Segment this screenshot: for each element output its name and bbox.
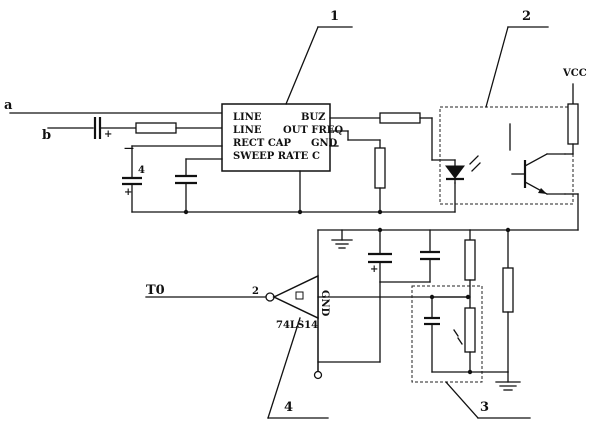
input-cap-polarity: + xyxy=(104,129,112,140)
gate-pin-gnd: GND xyxy=(319,290,330,317)
input-cap-dash: — xyxy=(124,143,134,154)
input-a-label: a xyxy=(4,98,13,113)
ic-right-resistor xyxy=(374,139,386,213)
rect-cap-4 xyxy=(122,145,223,213)
bottom-ground xyxy=(431,369,521,391)
callout-2-leader xyxy=(485,26,549,108)
ic-pin-buz: BUZ xyxy=(301,112,325,123)
gate-pin-number: 2 xyxy=(252,286,259,297)
electrolytic-capacitor xyxy=(368,227,392,283)
vcc-label: VCC xyxy=(562,68,587,79)
ceramic-capacitor xyxy=(379,229,440,283)
opto-led xyxy=(445,155,481,184)
cap-4-label: 4 xyxy=(138,165,145,176)
ic-pin-sweep-rate: SWEEP RATE xyxy=(233,151,309,162)
callout-3-number: 3 xyxy=(480,400,489,415)
ic-pin-line2: LINE xyxy=(233,125,262,136)
opto-phototransistor xyxy=(509,123,566,195)
ic-output-wiring xyxy=(329,112,456,161)
ic-pin-c: C xyxy=(312,151,320,162)
input-resistor xyxy=(135,122,223,134)
sweep-rate-cap xyxy=(175,158,223,213)
ic-pin-out-freq: OUT FREQ xyxy=(283,125,343,136)
opto-emitter-wire xyxy=(469,193,579,241)
callout-2-number: 2 xyxy=(522,9,531,24)
callout-1-number: 1 xyxy=(330,9,339,24)
cap-4-polarity: + xyxy=(124,187,132,198)
vcc-pullup-resistor xyxy=(564,83,579,155)
top-right-resistors xyxy=(464,229,514,373)
callout-4-leader xyxy=(267,317,329,419)
callout-4-number: 4 xyxy=(284,400,293,415)
ground-symbol-top xyxy=(331,229,353,249)
callout-3-leader xyxy=(445,381,531,419)
ic-pin-rect-cap: RECT CAP xyxy=(233,138,292,149)
input-t0-label: T0 xyxy=(146,283,165,298)
optocoupler-box xyxy=(439,106,574,205)
photo-resistor xyxy=(453,296,476,373)
callout-1-leader xyxy=(285,26,353,105)
ic-pin-line1: LINE xyxy=(233,112,262,123)
sensor-capacitor xyxy=(424,294,469,373)
supply-wire-top xyxy=(317,229,471,373)
ic-pin-gnd: GND xyxy=(311,138,338,149)
sensor-box xyxy=(411,285,483,383)
input-capacitor xyxy=(93,117,137,139)
input-b-label: b xyxy=(42,128,51,143)
ground-rail xyxy=(131,170,456,215)
ic-block xyxy=(221,103,331,172)
cap-mid-polarity: + xyxy=(370,264,378,275)
gate-output-terminal xyxy=(313,281,381,380)
